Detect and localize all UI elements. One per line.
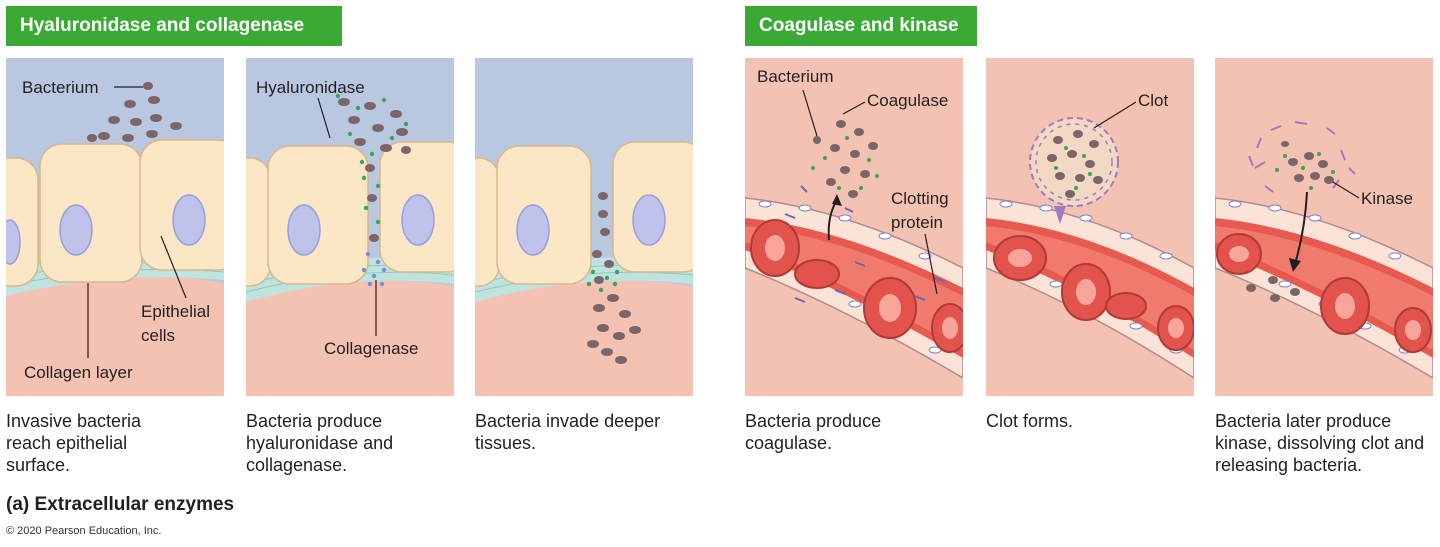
label-collagenase: Collagenase [324, 339, 419, 358]
caption-panel-1: Invasive bacteria reach epithelial surfa… [6, 411, 142, 475]
panel-2-enzymes-produced: Hyaluronidase Collagenase [246, 58, 454, 396]
part-title: (a) Extracellular enzymes [6, 494, 235, 515]
caption-panel-4: Bacteria produce coagulase. [745, 411, 882, 453]
label-epithelial: Epithelial [141, 302, 210, 321]
label-bacterium: Bacterium [22, 78, 99, 97]
copyright: © 2020 Pearson Education, Inc. [6, 525, 162, 537]
label-collagen-layer: Collagen layer [24, 363, 133, 382]
section-title-hyaluronidase-collagenase: Hyaluronidase and collagenase [6, 6, 342, 46]
caption-panel-3: Bacteria invade deeper tissues. [475, 411, 661, 453]
panel-1-bacteria-reach-surface: Bacterium Epithelial cells Collagen laye… [6, 58, 224, 396]
label-protein: protein [891, 213, 943, 232]
panel-3-invade-deeper [475, 58, 693, 396]
label-kinase: Kinase [1361, 189, 1413, 208]
panel-5-clot-forms: Clot [986, 58, 1194, 396]
section-title-coagulase-kinase: Coagulase and kinase [745, 6, 977, 46]
label-bacterium-coagulase-panel: Bacterium [757, 67, 834, 86]
label-clotting: Clotting [891, 189, 949, 208]
label-coagulase: Coagulase [867, 91, 948, 110]
panel-6-kinase-dissolves-clot: Kinase [1215, 58, 1433, 396]
label-cells: cells [141, 326, 175, 345]
panel-4-coagulase-produced: Bacterium Coagulase Clotting protein [745, 58, 963, 396]
caption-panel-5: Clot forms. [986, 411, 1074, 431]
label-clot: Clot [1138, 91, 1169, 110]
label-hyaluronidase: Hyaluronidase [256, 78, 365, 97]
caption-panel-6: Bacteria later produce kinase, dissolvin… [1215, 411, 1425, 475]
caption-panel-2: Bacteria produce hyaluronidase and colla… [246, 411, 394, 475]
